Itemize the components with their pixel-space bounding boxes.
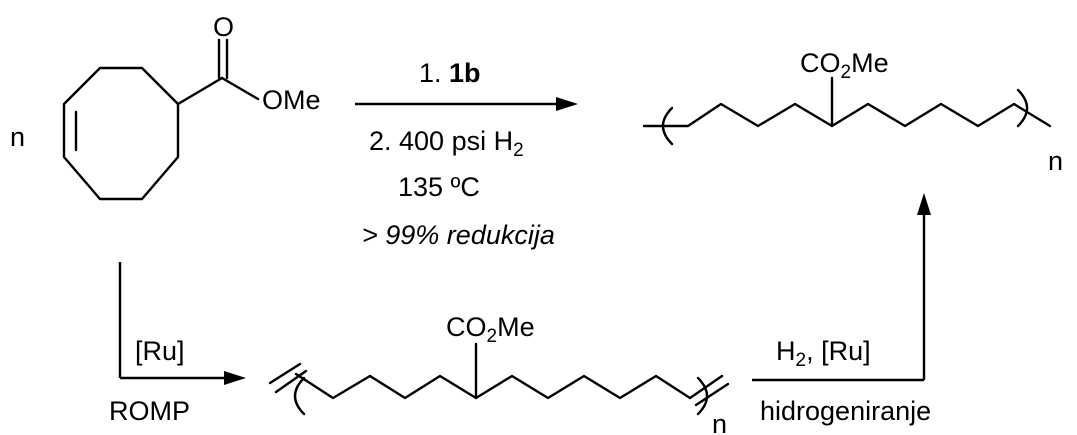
unsat-backbone (294, 372, 692, 400)
hydrogenation-step: H2, [Ru] hidrogeniranje (752, 193, 931, 426)
romp-arrow-head (224, 371, 246, 385)
ester-bond (176, 76, 224, 106)
saturated-n-label: n (1048, 146, 1063, 176)
carbonyl-oxygen-label: O (213, 12, 234, 42)
step1-label: 1. 1b (419, 58, 481, 88)
unsat-right-double-bond (694, 382, 730, 407)
romp-name-label: ROMP (109, 396, 190, 426)
unsat-left-bracket (293, 376, 306, 416)
hydro-arrow-head (917, 193, 931, 215)
monomer-structure: O OMe n (10, 12, 321, 201)
unsaturated-polymer: CO2Me n (268, 312, 730, 435)
saturated-polymer: CO2Me n (642, 48, 1063, 176)
unsat-left-double-bond (268, 362, 302, 385)
unsat-right-bracket (696, 376, 709, 416)
temperature-label: 135 ºC (398, 172, 480, 202)
top-reaction: 1. 1b 2. 400 psi H2 135 ºC > 99% redukci… (355, 58, 578, 250)
hydro-name-label: hidrogeniranje (760, 396, 931, 426)
right-bracket (1016, 88, 1029, 128)
unsat-left-terminal-double (274, 369, 308, 394)
saturated-ester-label: CO2Me (800, 48, 889, 83)
reduction-label: > 99% redukcija (362, 220, 555, 250)
romp-step: [Ru] ROMP (109, 262, 246, 426)
cyclooctene-ring (62, 66, 180, 201)
unsat-ester-label: CO2Me (446, 312, 535, 347)
ome-bond (220, 76, 260, 101)
top-arrow-head (556, 97, 578, 111)
step2-label: 2. 400 psi H2 (369, 126, 524, 161)
saturated-backbone (642, 102, 1052, 128)
romp-catalyst-label: [Ru] (135, 336, 185, 366)
unsat-n-label: n (712, 409, 727, 435)
monomer-n-label: n (10, 122, 25, 152)
ome-label: OMe (262, 85, 321, 115)
hydro-reagent-label: H2, [Ru] (776, 336, 871, 371)
